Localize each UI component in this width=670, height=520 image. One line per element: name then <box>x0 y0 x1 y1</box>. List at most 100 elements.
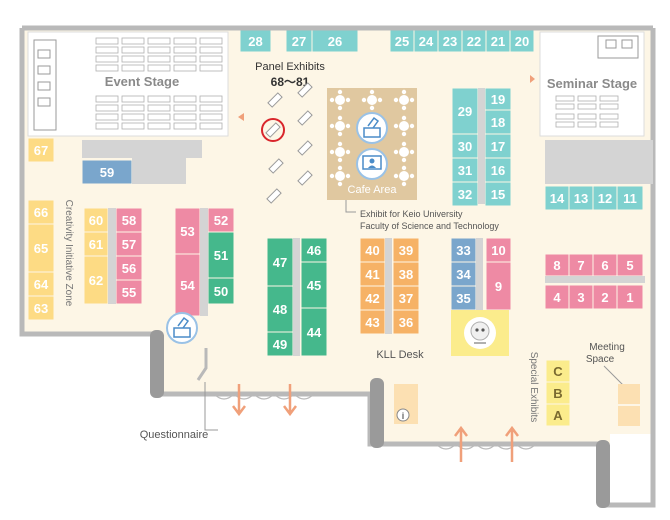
booth-24-block[interactable] <box>414 30 438 52</box>
booth-48[interactable]: 48 <box>267 286 293 332</box>
booth-43[interactable]: 43 <box>360 310 385 334</box>
booth-19[interactable]: 19 <box>485 88 511 110</box>
booth-40[interactable]: 40 <box>360 238 385 262</box>
booth-27-block[interactable] <box>286 30 312 52</box>
booth-23-block[interactable] <box>438 30 462 52</box>
booth-21[interactable]: 21 <box>486 30 510 52</box>
booth-49-block[interactable] <box>267 332 293 356</box>
booth-36-block[interactable] <box>393 310 419 334</box>
booth-60[interactable]: 60 <box>84 208 108 232</box>
booth-5-block[interactable] <box>617 254 643 276</box>
booth-42-block[interactable] <box>360 286 385 310</box>
booth-26[interactable]: 26 <box>312 30 358 52</box>
booth-2-block[interactable] <box>593 285 617 309</box>
booth-13[interactable]: 13 <box>569 186 593 210</box>
booth-38-block[interactable] <box>393 262 419 286</box>
booth-5[interactable]: 5 <box>617 254 643 276</box>
booth-22[interactable]: 22 <box>462 30 486 52</box>
booth-21-block[interactable] <box>486 30 510 52</box>
booth-3-block[interactable] <box>569 285 593 309</box>
panel-icon[interactable] <box>297 110 313 126</box>
panel-icon[interactable] <box>265 122 281 138</box>
booth-47-block[interactable] <box>267 238 293 286</box>
booth-10-block[interactable] <box>486 238 511 262</box>
booth-11[interactable]: 11 <box>617 186 643 210</box>
booth-50-block[interactable] <box>208 278 234 304</box>
booth-B-block[interactable] <box>546 382 570 404</box>
booth-26-block[interactable] <box>312 30 358 52</box>
booth-30-block[interactable] <box>452 134 478 158</box>
booth-1-block[interactable] <box>617 285 643 309</box>
booth-57-block[interactable] <box>116 232 142 256</box>
booth-18-block[interactable] <box>485 110 511 134</box>
booth-9[interactable]: 9 <box>486 262 511 310</box>
booth-43-block[interactable] <box>360 310 385 334</box>
booth-64-block[interactable] <box>28 272 54 296</box>
booth-15[interactable]: 15 <box>485 182 511 206</box>
kll-desk[interactable] <box>394 384 418 406</box>
booth-27[interactable]: 27 <box>286 30 312 52</box>
booth-44[interactable]: 44 <box>301 308 327 356</box>
booth-25-block[interactable] <box>390 30 414 52</box>
booth-67-block[interactable] <box>28 138 54 162</box>
booth-14-block[interactable] <box>545 186 569 210</box>
booth-35[interactable]: 35 <box>451 286 476 310</box>
booth-64[interactable]: 64 <box>28 272 54 296</box>
booth-23[interactable]: 23 <box>438 30 462 52</box>
booth-7[interactable]: 7 <box>569 254 593 276</box>
booth-6-block[interactable] <box>593 254 617 276</box>
info-icon[interactable] <box>396 408 410 422</box>
booth-9-block[interactable] <box>486 262 511 310</box>
booth-47[interactable]: 47 <box>267 238 293 286</box>
booth-A-block[interactable] <box>546 404 570 426</box>
meeting-table[interactable] <box>618 384 640 404</box>
booth-41[interactable]: 41 <box>360 262 385 286</box>
booth-41-block[interactable] <box>360 262 385 286</box>
booth-55[interactable]: 55 <box>116 280 142 304</box>
booth-20[interactable]: 20 <box>510 30 534 52</box>
booth-62[interactable]: 62 <box>84 256 108 304</box>
panel-icon[interactable] <box>266 188 282 204</box>
booth-C-block[interactable] <box>546 360 570 382</box>
booth-51-block[interactable] <box>208 232 234 278</box>
panel-icon[interactable] <box>267 92 283 108</box>
booth-14[interactable]: 14 <box>545 186 569 210</box>
booth-6[interactable]: 6 <box>593 254 617 276</box>
booth-45[interactable]: 45 <box>301 262 327 308</box>
booth-34[interactable]: 34 <box>451 262 476 286</box>
booth-33[interactable]: 33 <box>451 238 476 262</box>
booth-16-block[interactable] <box>485 158 511 182</box>
booth-46-block[interactable] <box>301 238 327 262</box>
booth-32[interactable]: 32 <box>452 182 478 206</box>
booth-52-block[interactable] <box>208 208 234 232</box>
booth-33-block[interactable] <box>451 238 476 262</box>
booth-34-block[interactable] <box>451 262 476 286</box>
booth-24[interactable]: 24 <box>414 30 438 52</box>
booth-4-block[interactable] <box>545 285 569 309</box>
booth-54[interactable]: 54 <box>175 254 200 316</box>
booth-50[interactable]: 50 <box>208 278 234 304</box>
panel-icon[interactable] <box>297 140 313 156</box>
booth-39[interactable]: 39 <box>393 238 419 262</box>
booth-32-block[interactable] <box>452 182 478 206</box>
booth-46[interactable]: 46 <box>301 238 327 262</box>
booth-63-block[interactable] <box>28 296 54 320</box>
booth-30[interactable]: 30 <box>452 134 478 158</box>
booth-53[interactable]: 53 <box>175 208 200 254</box>
meeting-table[interactable] <box>618 406 640 426</box>
booth-59[interactable]: 59 <box>82 160 132 184</box>
booth-15-block[interactable] <box>485 182 511 206</box>
booth-51[interactable]: 51 <box>208 232 234 278</box>
booth-52[interactable]: 52 <box>208 208 234 232</box>
booth-A[interactable]: A <box>546 404 570 426</box>
booth-44-block[interactable] <box>301 308 327 356</box>
booth-17[interactable]: 17 <box>485 134 511 158</box>
booth-29-block[interactable] <box>452 88 478 134</box>
booth-28[interactable]: 28 <box>240 30 271 52</box>
booth-22-block[interactable] <box>462 30 486 52</box>
booth-35-block[interactable] <box>451 286 476 310</box>
booth-48-block[interactable] <box>267 286 293 332</box>
booth-18[interactable]: 18 <box>485 110 511 134</box>
booth-65-block[interactable] <box>28 224 54 272</box>
booth-61-block[interactable] <box>84 232 108 256</box>
